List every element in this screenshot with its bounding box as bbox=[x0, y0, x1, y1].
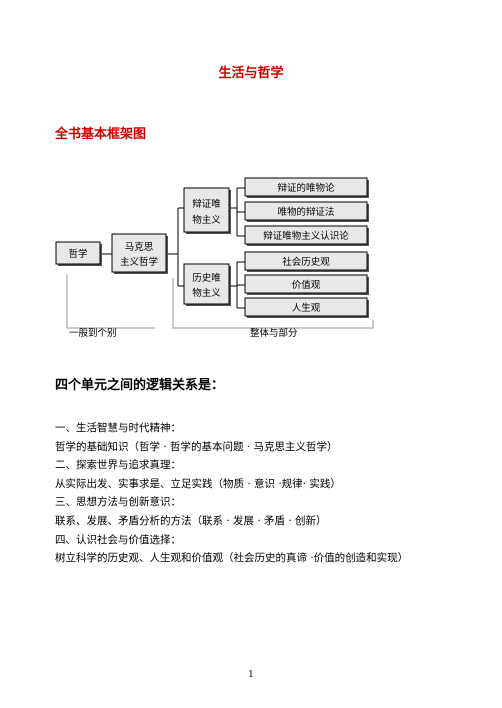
root-label: 哲学 bbox=[68, 248, 87, 260]
marxist-box bbox=[111, 233, 167, 273]
historical-box bbox=[183, 263, 230, 305]
marxist-label-1: 马克思 bbox=[125, 242, 154, 253]
historical-child-label-3: 人生观 bbox=[292, 302, 321, 314]
units-list: 一、生活智慧与时代精神： 哲学的基础知识（哲学 · 哲学的基本问题 · 马克思主… bbox=[55, 419, 408, 568]
unit-line: 哲学的基础知识（哲学 · 哲学的基本问题 · 马克思主义哲学） bbox=[55, 440, 338, 453]
framework-diagram: 哲学 马克思 主义哲学 辩证唯 物主义 历史唯 物主义 辩证的唯物论 唯物的辩证… bbox=[55, 177, 374, 339]
dialectical-box bbox=[183, 187, 230, 233]
page-number: 1 bbox=[248, 670, 254, 680]
historical-child-box-1 bbox=[244, 251, 368, 271]
dialectical-label-2: 物主义 bbox=[192, 214, 221, 226]
dialectical-child-box-1 bbox=[244, 177, 368, 197]
historical-child-label-2: 价值观 bbox=[292, 279, 321, 291]
dialectical-child-label-2: 唯物的辩证法 bbox=[277, 206, 334, 218]
bracket-whole-and-part-label: 整体与部分 bbox=[250, 327, 298, 339]
historical-label-1: 历史唯 bbox=[192, 272, 221, 284]
dialectical-label-1: 辩证唯 bbox=[192, 198, 221, 210]
bracket-whole-and-part bbox=[172, 278, 374, 329]
unit-line: 一、生活智慧与时代精神： bbox=[55, 422, 181, 434]
unit-line: 三、思想方法与创新意识： bbox=[55, 496, 181, 509]
dialectical-child-label-1: 辩证的唯物论 bbox=[277, 182, 335, 194]
dialectical-child-box-3 bbox=[244, 225, 368, 245]
dialectical-child-label-3: 辩证唯物主义认识论 bbox=[263, 230, 349, 242]
historical-label-2: 物主义 bbox=[192, 287, 221, 299]
unit-line: 四、认识社会与价值选择： bbox=[55, 533, 181, 546]
section-heading-framework: 全书基本框架图 bbox=[55, 127, 147, 142]
section-heading-relations: 四个单元之间的逻辑关系是： bbox=[55, 378, 225, 393]
unit-line: 二、探索世界与追求真理： bbox=[55, 459, 181, 472]
bracket-general-to-specific bbox=[66, 274, 155, 329]
unit-line: 树立科学的历史观、人生观和价值观（社会历史的真谛 ·价值的创造和实现） bbox=[55, 552, 409, 565]
page-title: 生活与哲学 bbox=[218, 66, 284, 81]
unit-line: 联系、发展、矛盾分析的方法（联系 · 发展 · 矛盾 · 创新） bbox=[55, 514, 327, 527]
historical-child-label-1: 社会历史观 bbox=[282, 256, 330, 268]
marxist-label-2: 主义哲学 bbox=[120, 256, 158, 268]
historical-child-box-2 bbox=[244, 274, 368, 294]
unit-line: 从实际出发、实事求是、立足实践（物质 · 意识 ·规律· 实践） bbox=[55, 477, 341, 490]
bracket-general-to-specific-label: 一般到个别 bbox=[69, 327, 117, 339]
historical-child-box-3 bbox=[244, 297, 368, 317]
root-box bbox=[55, 241, 101, 265]
dialectical-child-box-2 bbox=[244, 201, 368, 221]
